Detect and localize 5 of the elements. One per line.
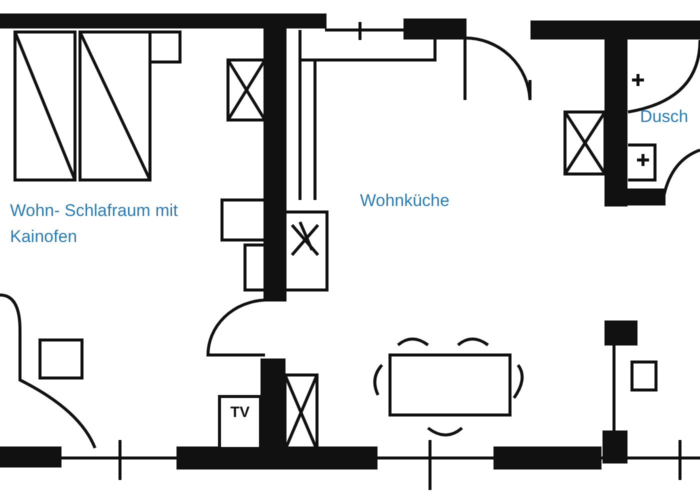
tv-label: TV	[230, 403, 250, 423]
tv-cabinet	[218, 395, 262, 450]
room-label: Wohnküche	[360, 190, 450, 212]
room-label: Wohn- Schlafraum mit Kainofen	[10, 200, 179, 248]
room-label: Dusch	[640, 106, 688, 128]
